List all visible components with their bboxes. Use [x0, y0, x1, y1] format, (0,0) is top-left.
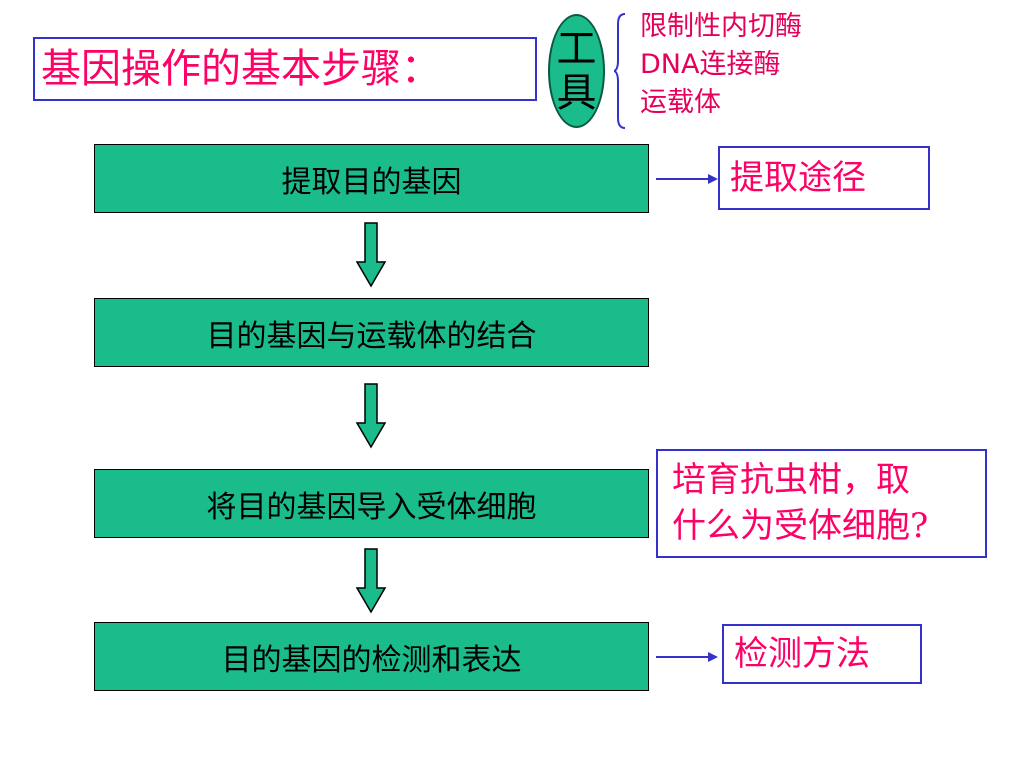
tools-item-vector: 运载体 [640, 87, 721, 118]
tools-label-char-2: 具 [556, 70, 597, 116]
tools-label-char-1: 工 [556, 26, 597, 72]
step-extract-gene: 提取目的基因 [94, 144, 649, 213]
note-recipient-line-1: 培育抗虫柑，取 [672, 460, 910, 500]
note-recipient-line-2: 什么为受体细胞? [672, 506, 929, 546]
curly-brace-icon [614, 13, 626, 129]
note-recipient-question: 培育抗虫柑，取 什么为受体细胞? [656, 449, 987, 558]
page-title: 基因操作的基本步骤： [33, 37, 537, 101]
down-arrow-icon [355, 383, 387, 449]
down-arrow-icon [355, 548, 387, 614]
right-arrow-icon [656, 652, 718, 662]
tools-item-dna-ligase: DNA连接酶 [640, 49, 781, 80]
tools-item-restriction-enzyme: 限制性内切酶 [640, 11, 802, 42]
down-arrow-icon [355, 222, 387, 288]
note-extraction-methods: 提取途径 [718, 146, 930, 210]
tools-label-oval: 工 具 [548, 14, 605, 128]
tools-list: 限制性内切酶 DNA连接酶 运载体 [640, 8, 802, 122]
right-arrow-icon [656, 174, 718, 184]
note-detection-methods: 检测方法 [722, 624, 922, 684]
step-combine-vector: 目的基因与运载体的结合 [94, 298, 649, 367]
step-introduce-recipient: 将目的基因导入受体细胞 [94, 469, 649, 538]
step-detect-express: 目的基因的检测和表达 [94, 622, 649, 691]
